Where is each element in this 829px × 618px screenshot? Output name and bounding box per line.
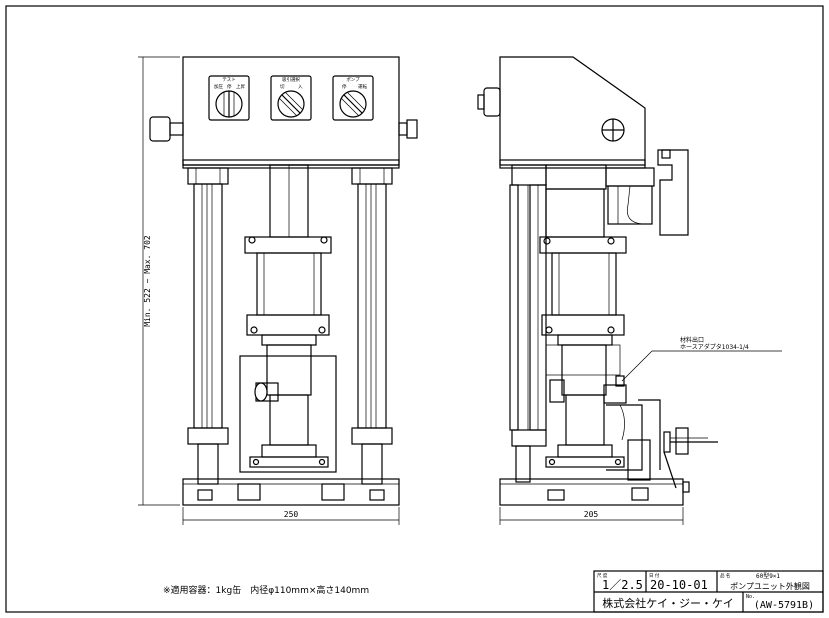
front-pump-cylinder (244, 236, 332, 346)
title-block: 尺 度 1／2.5 日 付 20-10-01 品 名 60型9×1 ポンプユニッ… (593, 570, 824, 613)
front-view: テスト 加圧 停 上昇 吸引選択 切 入 ポンプ 停 運転 (138, 56, 418, 525)
switch-pump: ポンプ 停 運転 (332, 75, 374, 121)
switch1-label-mid: 停 (227, 83, 232, 90)
side-rod-1 (509, 184, 519, 431)
front-guide-rod-right (357, 183, 387, 429)
company-name: 株式会社ケイ・ジー・ケイ (602, 596, 734, 610)
side-base (499, 478, 684, 506)
name-line1: 60型9×1 (756, 572, 780, 580)
drawing-border (5, 5, 824, 613)
side-knob (483, 87, 501, 117)
no-label: No. (746, 594, 755, 600)
container-note: ※適用容器：1kg缶 内径φ110mm×高さ140mm (163, 584, 369, 596)
switch3-label-right: 運転 (358, 84, 367, 90)
side-bracket (657, 149, 689, 236)
switch3-label-left: 停 (342, 83, 347, 90)
outlet-callout: 材料出口 ホースアダプタ1034-1/4 (621, 336, 782, 382)
front-can-enclosure (239, 355, 337, 473)
callout-detail: ホースアダプタ1034-1/4 (680, 343, 749, 351)
side-width-label: 205 (584, 510, 599, 519)
date-value: 20-10-01 (650, 578, 708, 592)
callout-title: 材料出口 (680, 336, 704, 344)
switch1-label-left: 加圧 (214, 83, 223, 90)
front-width-label: 250 (284, 510, 299, 519)
switch1-label-right: 上昇 (236, 83, 245, 90)
switch-suction: 吸引選択 切 入 (270, 75, 312, 121)
scale-label: 尺 度 (597, 572, 608, 579)
date-label: 日 付 (649, 572, 660, 579)
front-knob-right (398, 122, 408, 136)
drawing-number: (AW-5791B) (754, 600, 814, 611)
side-control-box (499, 56, 646, 166)
front-guide-rod-left (193, 183, 223, 429)
front-base (182, 478, 400, 506)
switch1-label-top: テスト (222, 77, 236, 83)
name-line2: ポンプユニット外観図 (730, 581, 810, 591)
switch-test: テスト 加圧 停 上昇 (208, 75, 250, 121)
switch2-label-top: 吸引選択 (282, 76, 300, 83)
height-dimension-label: Min. 522 ~ Max. 702 (143, 235, 152, 327)
side-lever (663, 431, 671, 453)
name-label: 品 名 (720, 572, 730, 579)
switch2-label-left: 切 (280, 83, 285, 90)
side-outlet (603, 384, 627, 404)
side-view: 205 材料出口 ホースアダプタ1034-1/4 (477, 56, 782, 525)
scale-value: 1／2.5 (602, 578, 643, 592)
front-control-box (182, 56, 400, 166)
switch3-label-top: ポンプ (346, 76, 360, 83)
switch2-label-right: 入 (298, 85, 303, 90)
front-knob-left (149, 116, 171, 142)
